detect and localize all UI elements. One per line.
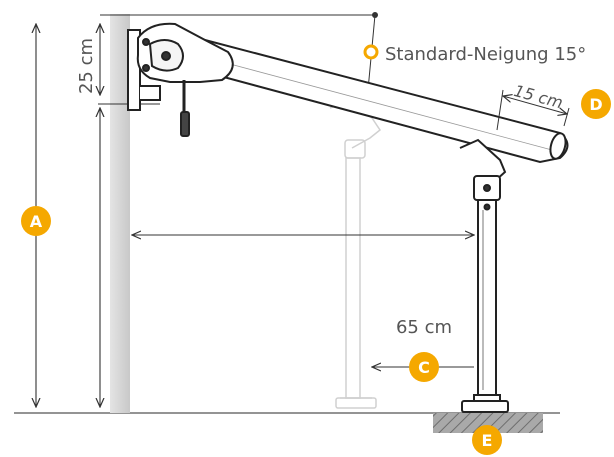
badge-e: E (472, 425, 502, 455)
badge-a: A (21, 206, 51, 236)
label-65cm: 65 cm (396, 317, 452, 338)
crank-handle (180, 80, 190, 137)
label-15cm: 15 cm (512, 81, 565, 112)
awning-arm (204, 38, 569, 164)
label-incline: Standard-Neigung 15° (385, 44, 586, 65)
badge-d: D (581, 89, 611, 119)
incline-marker (363, 44, 379, 60)
dimension-15 (496, 89, 570, 131)
svg-text:A: A (30, 212, 43, 231)
svg-text:D: D (589, 95, 602, 114)
wall-bracket (127, 22, 234, 111)
ghost-support (329, 99, 382, 409)
label-25cm: 25 cm (76, 38, 97, 94)
ground-hatch (433, 413, 543, 433)
badge-c: C (409, 352, 439, 382)
svg-text:E: E (482, 431, 493, 450)
svg-text:C: C (418, 358, 430, 377)
wall (110, 14, 130, 413)
